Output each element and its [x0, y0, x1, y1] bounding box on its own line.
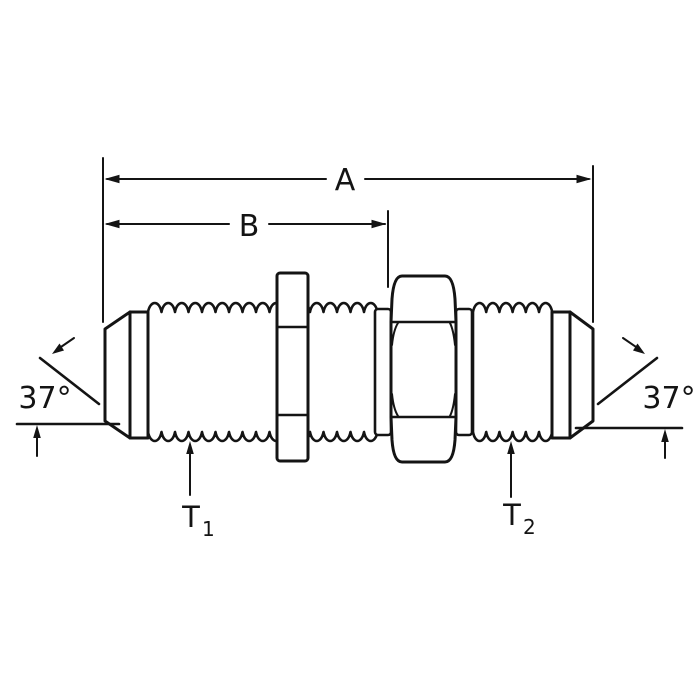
dim-b-label: B	[239, 209, 260, 244]
angle-right-flare-line	[596, 356, 659, 406]
dimension-b: B	[104, 209, 389, 288]
t2-subscript: 2	[523, 515, 536, 539]
angle-left-label: 37°	[18, 381, 71, 416]
left-flare-sleeve	[128, 310, 150, 440]
center-hex-nut	[389, 274, 458, 464]
center-hex-outline	[389, 274, 458, 464]
bulkhead-locknut-body	[275, 271, 310, 463]
right-flare-nose	[568, 310, 595, 440]
angle-left-up-arrow	[33, 425, 41, 438]
angle-right-up-arrow	[661, 429, 669, 442]
dim-b-arrow-right	[371, 219, 387, 229]
fitting-body	[103, 271, 595, 464]
dim-a-label: A	[335, 163, 356, 198]
angle-left-flare-line	[38, 356, 101, 406]
dim-b-arrow-left	[104, 219, 120, 229]
t2-leader-arrow	[507, 441, 515, 454]
dim-a-arrow-left	[104, 174, 120, 184]
center-hex-corner-chamfers	[391, 322, 456, 417]
angle-right-leader-arrow	[633, 343, 645, 354]
t1-subscript: 1	[202, 517, 215, 541]
left-washer-face	[373, 307, 393, 437]
angle-callout-right: 37°	[574, 337, 696, 459]
thread-callout-t2: T 2	[502, 441, 536, 539]
thread-callout-t1: T 1	[181, 441, 215, 541]
t1-label: T	[181, 500, 200, 534]
angle-left-leader-arrow	[52, 343, 64, 354]
bulkhead-locknut	[275, 271, 310, 463]
right-washer-face	[454, 307, 474, 437]
dimension-a: A	[102, 157, 594, 323]
t2-label: T	[502, 498, 521, 532]
right-flare-sleeve	[550, 310, 572, 440]
angle-callout-left: 37°	[15, 337, 121, 457]
left-flare-nose	[103, 310, 132, 440]
t1-leader-arrow	[186, 441, 194, 454]
dim-a-arrow-right	[576, 174, 592, 184]
angle-right-label: 37°	[642, 381, 695, 416]
